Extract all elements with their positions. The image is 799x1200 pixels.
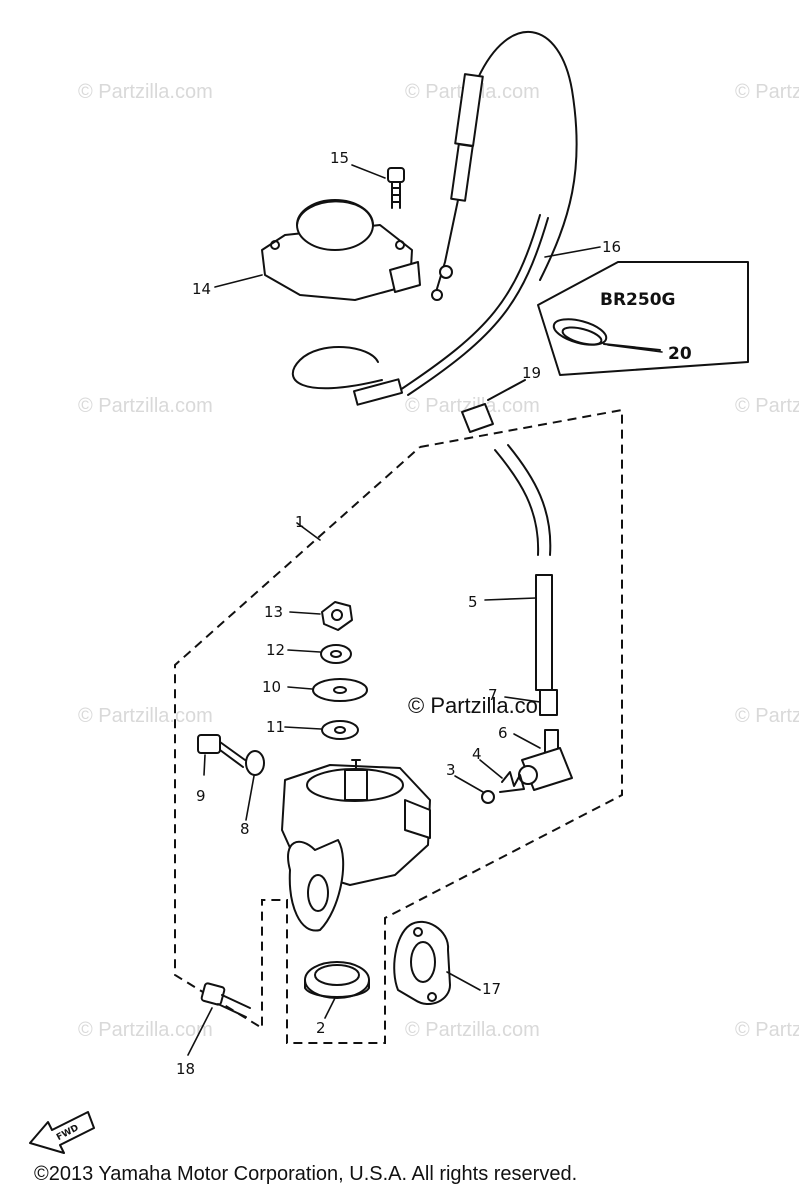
callout-17: 17 [482, 980, 501, 998]
gasket-17 [393, 920, 451, 1005]
watermark: © Partzilla.com [78, 1019, 213, 1041]
callout-20: 20 [668, 344, 692, 364]
check-spring [481, 771, 525, 804]
watermark: © Partzilla.com [735, 395, 799, 417]
model-box: BR250G [537, 261, 749, 376]
center-watermark: © Partzilla.com [408, 693, 556, 718]
callout-6: 6 [498, 724, 508, 742]
pump-body [281, 759, 431, 932]
leader-lines [187, 164, 663, 1056]
callout-8: 8 [240, 820, 250, 838]
assembly-outline [174, 408, 623, 1044]
oil-seal [304, 961, 370, 999]
watermark: © Partzilla.com [735, 1019, 799, 1041]
nut-stack [312, 601, 368, 740]
callout-18: 18 [176, 1060, 195, 1078]
watermark: © Partzilla.com [405, 1019, 540, 1041]
bolt-15 [387, 167, 405, 209]
pump-cover [261, 199, 421, 301]
watermark: © Partzilla.com [735, 81, 799, 103]
pipe-fitting [518, 689, 573, 791]
callout-11: 11 [266, 718, 285, 736]
callout-14: 14 [192, 280, 211, 298]
fwd-arrow-icon: FWD [29, 1111, 95, 1154]
callout-10: 10 [262, 678, 281, 696]
callout-1: 1 [295, 513, 305, 531]
watermark: © Partzilla.com [78, 395, 213, 417]
callouts: 1 2 3 4 5 6 7 8 9 10 11 12 13 14 15 16 1… [176, 149, 692, 1078]
bolt-9 [197, 734, 265, 776]
watermarks: © Partzilla.com © Partzilla.com © Partzi… [78, 81, 799, 1041]
callout-16: 16 [602, 238, 621, 256]
watermark: © Partzilla.com [405, 395, 540, 417]
callout-7: 7 [488, 686, 498, 704]
callout-13: 13 [264, 603, 283, 621]
callout-9: 9 [196, 787, 206, 805]
throttle-cable [431, 30, 578, 301]
watermark: © Partzilla.com [78, 81, 213, 103]
copyright-notice: ©2013 Yamaha Motor Corporation, U.S.A. A… [34, 1163, 578, 1185]
oil-pipe [494, 444, 553, 691]
callout-3: 3 [446, 761, 456, 779]
callout-19: 19 [522, 364, 541, 382]
bolt-18 [200, 982, 251, 1018]
callout-4: 4 [472, 745, 482, 763]
model-label: BR250G [600, 290, 676, 310]
callout-12: 12 [266, 641, 285, 659]
watermark: © Partzilla.com [735, 705, 799, 727]
oil-hose-16 [291, 214, 549, 406]
callout-15: 15 [330, 149, 349, 167]
grommet-19 [461, 403, 494, 433]
callout-2: 2 [316, 1019, 326, 1037]
callout-5: 5 [468, 593, 478, 611]
watermark: © Partzilla.com [78, 705, 213, 727]
